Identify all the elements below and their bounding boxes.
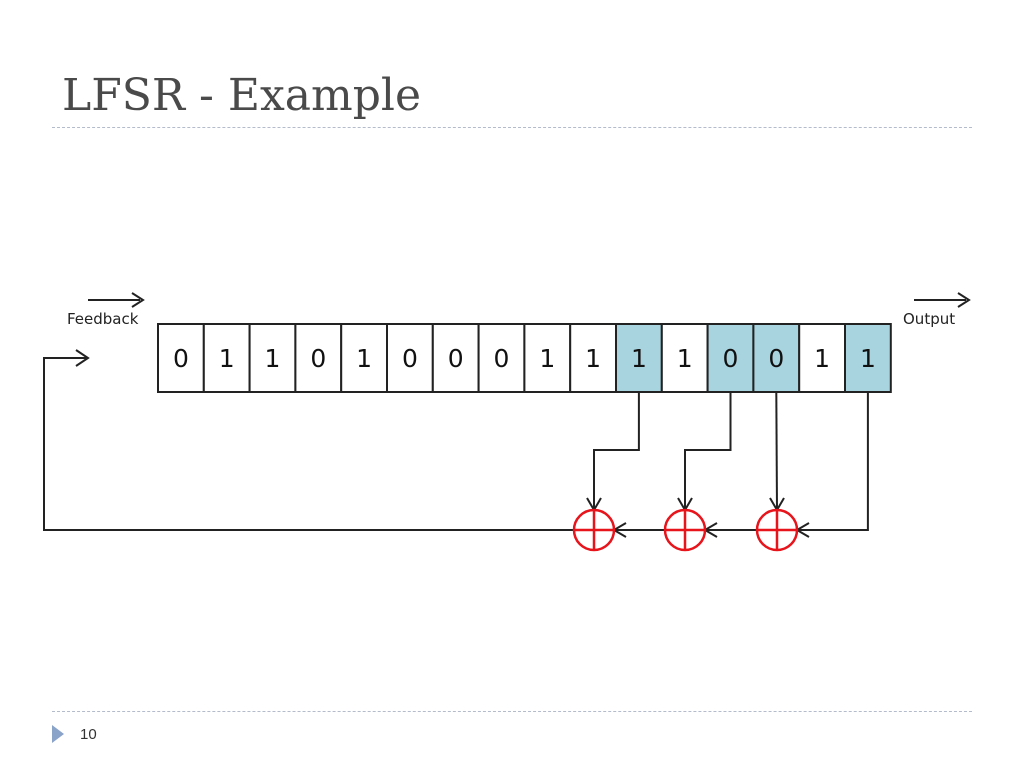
bit-value: 1 [860, 344, 876, 373]
bit-value: 1 [677, 344, 693, 373]
xor-gates [572, 508, 799, 552]
register-cell-tap [752, 323, 801, 393]
bit-value: 0 [448, 344, 464, 373]
bit-value: 1 [265, 344, 281, 373]
arrowhead [75, 349, 90, 367]
register-cell [798, 323, 847, 393]
page-number: 10 [80, 725, 97, 743]
xor-gate-icon [663, 508, 707, 552]
feedback-label-arrow [88, 292, 145, 308]
register-cell [386, 323, 434, 393]
register-cell [431, 323, 480, 393]
tap-wire [684, 392, 732, 510]
register-cell [660, 323, 709, 393]
bit-value: 0 [173, 344, 189, 373]
wires [43, 349, 869, 538]
xor-gate-icon [572, 508, 616, 552]
bit-value: 0 [402, 344, 418, 373]
bit-value: 1 [539, 344, 555, 373]
bit-value: 0 [494, 344, 510, 373]
footer-divider [52, 711, 972, 712]
bit-value: 1 [356, 344, 372, 373]
bit-value: 1 [814, 344, 830, 373]
triangle-bullet-icon [52, 725, 64, 743]
register-cell [477, 323, 526, 393]
output-label-arrow [914, 292, 971, 308]
register-cell-tap [844, 323, 892, 393]
xor-gate-icon [755, 508, 799, 552]
register-cell-tap [615, 323, 663, 393]
bit-value: 1 [219, 344, 235, 373]
bit-value: 0 [768, 344, 784, 373]
tap-wire [593, 392, 640, 510]
bit-value: 0 [310, 344, 326, 373]
output-tap-wire [797, 392, 869, 531]
feedback-wire [43, 357, 574, 531]
footer: 10 [52, 722, 97, 746]
title-divider [52, 127, 972, 128]
register-cell [569, 323, 618, 393]
output-label: Output [903, 310, 955, 328]
tap-wire [775, 391, 778, 511]
bit-value: 0 [723, 344, 739, 373]
bit-value: 1 [585, 344, 601, 373]
feedback-label: Feedback [67, 310, 139, 328]
bit-value: 1 [631, 344, 647, 373]
slide-title: LFSR - Example [62, 70, 422, 121]
register-cell-tap [706, 323, 755, 393]
